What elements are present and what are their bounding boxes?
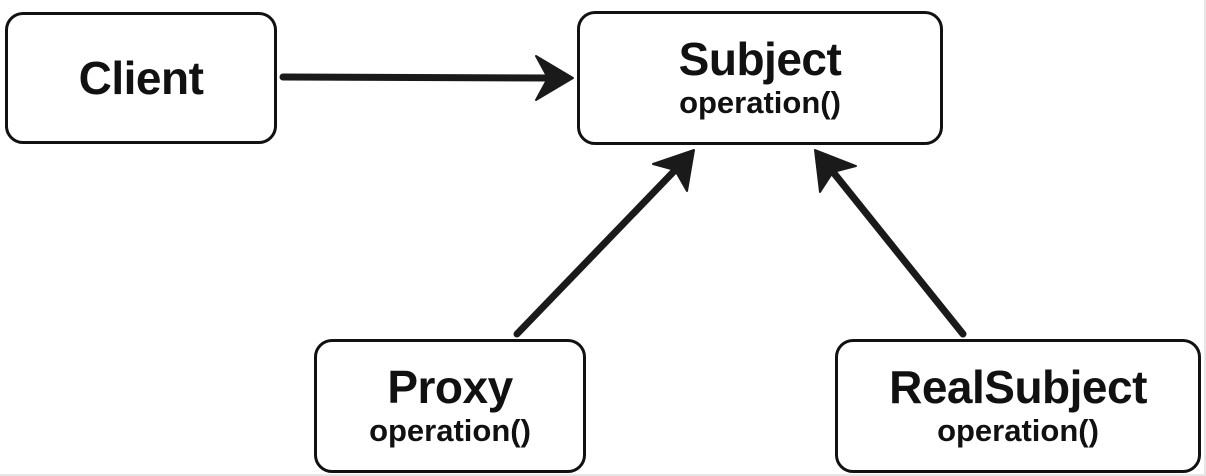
edge-realsubject-to-subject-line bbox=[825, 163, 967, 338]
realsubject-node-method: operation() bbox=[937, 413, 1099, 449]
proxy-node-title: Proxy bbox=[387, 361, 513, 414]
edge-proxy-to-subject-line bbox=[513, 161, 684, 338]
edge-proxy-to-subject-arrowhead bbox=[652, 149, 695, 192]
edge-realsubject-to-subject bbox=[814, 149, 967, 338]
edge-client-to-subject bbox=[279, 55, 574, 101]
edge-proxy-to-subject bbox=[513, 149, 695, 338]
realsubject-node-title: RealSubject bbox=[889, 361, 1147, 414]
right-edge-border bbox=[1204, 0, 1206, 476]
subject-node: Subject operation() bbox=[577, 11, 943, 145]
client-node-title: Client bbox=[78, 51, 204, 104]
proxy-node-method: operation() bbox=[369, 413, 531, 449]
realsubject-node: RealSubject operation() bbox=[835, 339, 1201, 473]
edge-client-to-subject-arrowhead bbox=[535, 55, 574, 101]
subject-node-title: Subject bbox=[678, 33, 842, 86]
proxy-node: Proxy operation() bbox=[314, 339, 586, 473]
client-node: Client bbox=[5, 12, 277, 144]
edge-realsubject-to-subject-arrowhead bbox=[814, 149, 857, 193]
edge-client-to-subject-line bbox=[279, 73, 559, 82]
subject-node-method: operation() bbox=[679, 85, 841, 121]
bottom-edge-border bbox=[0, 474, 1206, 476]
